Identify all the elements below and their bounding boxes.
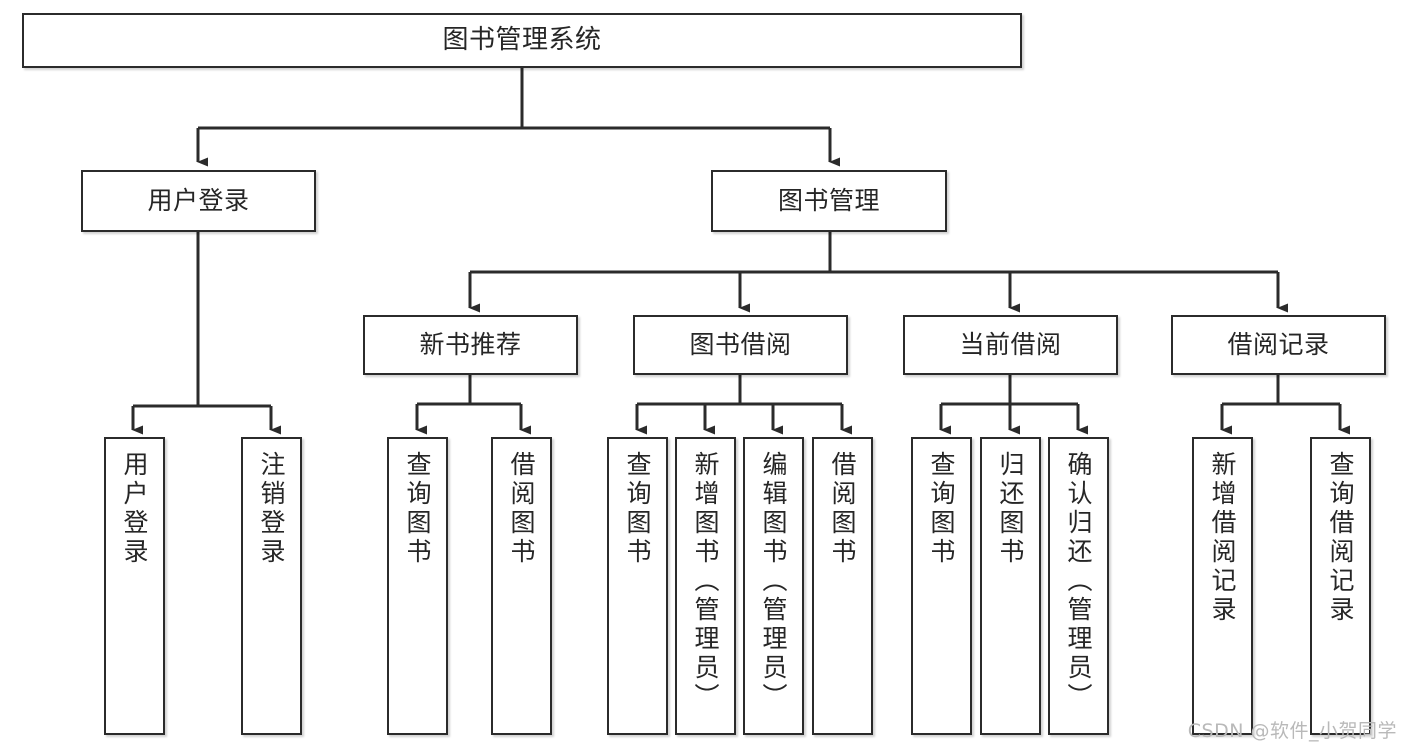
leaf-user-login[interactable]: 用户登录 [104,437,165,735]
node-label: 用户登录 [120,451,149,567]
node-label: 编辑图书（管理员） [759,451,788,712]
node-label: 借阅图书 [828,451,857,567]
node-label: 新书推荐 [419,330,522,360]
leaf-borrow-book-recommendation[interactable]: 借阅图书 [491,437,552,735]
leaf-query-book-borrowing[interactable]: 查询图书 [607,437,668,735]
leaf-confirm-return-admin[interactable]: 确认归还（管理员） [1048,437,1109,735]
node-label: 用户登录 [147,186,250,216]
leaf-query-borrowing-record[interactable]: 查询借阅记录 [1310,437,1371,735]
node-label: 确认归还（管理员） [1064,451,1093,712]
node-label: 查询图书 [927,451,956,567]
node-label: 查询借阅记录 [1326,451,1355,625]
node-borrowing-record[interactable]: 借阅记录 [1171,315,1386,375]
node-label: 当前借阅 [959,330,1062,360]
node-root-book-management-system[interactable]: 图书管理系统 [22,13,1022,68]
watermark: CSDN @软件_小贺同学 [1187,720,1397,742]
node-label: 新增图书（管理员） [691,451,720,712]
node-label: 借阅记录 [1227,330,1330,360]
leaf-add-book-admin[interactable]: 新增图书（管理员） [675,437,736,735]
leaf-query-book-recommendation[interactable]: 查询图书 [387,437,448,735]
leaf-return-book[interactable]: 归还图书 [980,437,1041,735]
node-label: 图书管理系统 [442,25,602,56]
node-label: 图书借阅 [689,330,792,360]
node-new-book-recommendation[interactable]: 新书推荐 [363,315,578,375]
node-user-login[interactable]: 用户登录 [81,170,316,232]
node-label: 查询图书 [623,451,652,567]
leaf-logout-login[interactable]: 注销登录 [241,437,302,735]
leaf-edit-book-admin[interactable]: 编辑图书（管理员） [743,437,804,735]
node-label: 归还图书 [996,451,1025,567]
node-label: 查询图书 [403,451,432,567]
leaf-query-book-current[interactable]: 查询图书 [911,437,972,735]
node-label: 借阅图书 [507,451,536,567]
node-current-borrowing[interactable]: 当前借阅 [903,315,1118,375]
node-book-management[interactable]: 图书管理 [711,170,947,232]
node-label: 注销登录 [257,451,286,567]
node-label: 新增借阅记录 [1208,451,1237,625]
node-book-borrowing[interactable]: 图书借阅 [633,315,848,375]
leaf-borrow-book-borrowing[interactable]: 借阅图书 [812,437,873,735]
node-label: 图书管理 [777,186,880,216]
leaf-add-borrowing-record[interactable]: 新增借阅记录 [1192,437,1253,735]
